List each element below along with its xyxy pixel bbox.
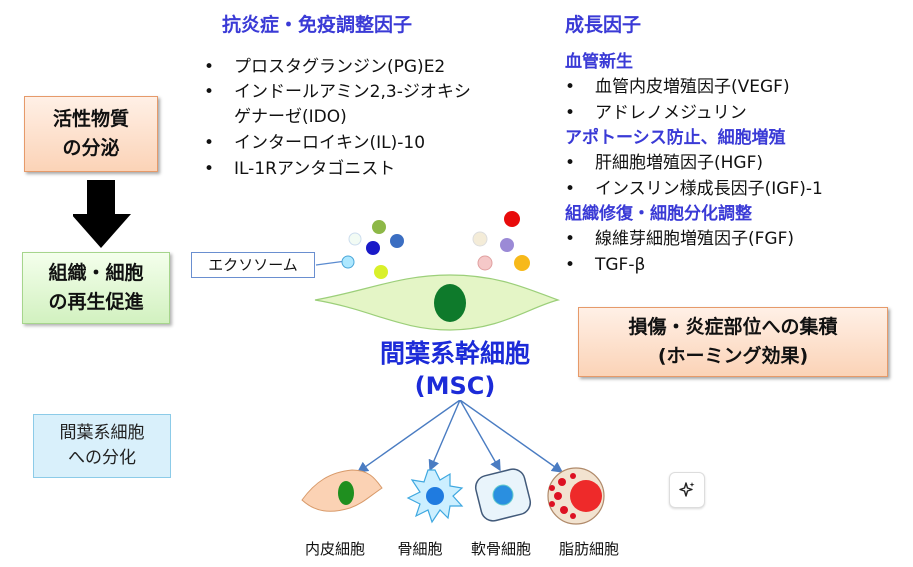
msc-title: 間葉系幹細胞 (MSC) — [355, 338, 555, 402]
secretion-box: 活性物質 の分泌 — [24, 96, 158, 172]
arrow-endothelial — [356, 400, 461, 473]
regeneration-line1: 組織・細胞 — [48, 262, 144, 284]
vesicle — [348, 232, 362, 246]
cell-label-fat: 脂肪細胞 — [558, 540, 619, 558]
endothelial-nucleus — [338, 481, 354, 505]
list-item: TGF-β — [565, 252, 910, 278]
regeneration-box: 組織・細胞 の再生促進 — [22, 252, 170, 324]
list-item: IL-1Rアンタゴニスト — [204, 156, 544, 182]
vesicle — [504, 211, 520, 227]
bone-cell — [406, 469, 464, 524]
list-item: 肝細胞増殖因子(HGF) — [565, 150, 910, 176]
differentiation-box: 間葉系細胞 への分化 — [33, 414, 171, 478]
vesicle — [341, 255, 355, 269]
sparkle-icon — [679, 482, 695, 497]
anti-inflammatory-heading: 抗炎症・免疫調整因子 — [222, 14, 413, 36]
vesicle — [477, 255, 493, 271]
group-list-angiogenesis: 血管内皮増殖因子(VEGF) アドレノメジュリン — [565, 74, 910, 126]
list-item: 血管内皮増殖因子(VEGF) — [565, 74, 910, 100]
cell-label-endothelial: 内皮細胞 — [304, 540, 365, 558]
homing-line1: 損傷・炎症部位への集積 — [628, 316, 838, 338]
group-label-repair: 組織修復・細胞分化調整 — [565, 204, 752, 224]
group-list-apoptosis: 肝細胞増殖因子(HGF) インスリン様成長因子(IGF)-1 — [565, 150, 910, 202]
arrow-fat — [459, 400, 564, 473]
differentiation-line1: 間葉系細胞 — [59, 423, 145, 443]
list-item: 線維芽細胞増殖因子(FGF) — [565, 226, 910, 252]
group-label-angiogenesis: 血管新生 — [565, 52, 633, 72]
list-item: プロスタグランジン(PG)E2 — [204, 54, 544, 80]
homing-box: 損傷・炎症部位への集積 (ホーミング効果) — [578, 307, 888, 377]
differentiation-diagram — [301, 400, 605, 525]
sparkle-button[interactable] — [669, 472, 705, 508]
differentiation-line2: への分化 — [68, 448, 136, 468]
growth-factors-heading: 成長因子 — [565, 14, 642, 36]
vesicle — [472, 231, 488, 247]
secretion-line1: 活性物質 — [52, 108, 129, 130]
msc-title-text: 間葉系幹細胞 — [379, 339, 530, 368]
msc-abbr-text: (MSC) — [414, 372, 496, 400]
msc-illustration — [314, 211, 561, 331]
vesicle — [372, 220, 386, 234]
fat-cell — [547, 467, 605, 525]
vesicle — [500, 238, 514, 252]
down-arrow-icon — [73, 180, 131, 248]
exosome-pointer-line — [315, 260, 347, 266]
arrow-cartilage — [459, 400, 501, 472]
regeneration-line2: の再生促進 — [48, 291, 144, 313]
list-item: インドールアミン2,3-ジオキシ ゲナーゼ(IDO) — [204, 80, 544, 130]
list-item: インターロイキン(IL)-10 — [204, 130, 544, 156]
vesicle — [366, 241, 380, 255]
cell-label-cartilage: 軟骨細胞 — [470, 540, 531, 558]
list-item: アドレノメジュリン — [565, 100, 910, 126]
vesicle — [374, 265, 388, 279]
list-item-cont: ゲナーゼ(IDO) — [234, 107, 347, 127]
exosome-label: エクソソーム — [191, 252, 315, 278]
arrow-bone — [428, 400, 461, 472]
vesicle — [514, 255, 530, 271]
cell-label-bone: 骨細胞 — [397, 540, 443, 558]
homing-line2: (ホーミング効果) — [657, 345, 809, 367]
list-item: インスリン様成長因子(IGF)-1 — [565, 176, 910, 202]
vesicle — [390, 234, 404, 248]
list-item-text: インドールアミン2,3-ジオキシ — [234, 82, 471, 102]
group-label-apoptosis: アポトーシス防止、細胞増殖 — [565, 128, 786, 148]
growth-factors-list: 血管新生 血管内皮増殖因子(VEGF) アドレノメジュリン アポトーシス防止、細… — [565, 50, 910, 278]
cartilage-nucleus — [492, 484, 514, 506]
group-list-repair: 線維芽細胞増殖因子(FGF) TGF-β — [565, 226, 910, 278]
msc-nucleus — [434, 284, 466, 322]
anti-inflammatory-list: プロスタグランジン(PG)E2 インドールアミン2,3-ジオキシ ゲナーゼ(ID… — [204, 54, 544, 182]
secretion-line2: の分泌 — [62, 137, 120, 159]
